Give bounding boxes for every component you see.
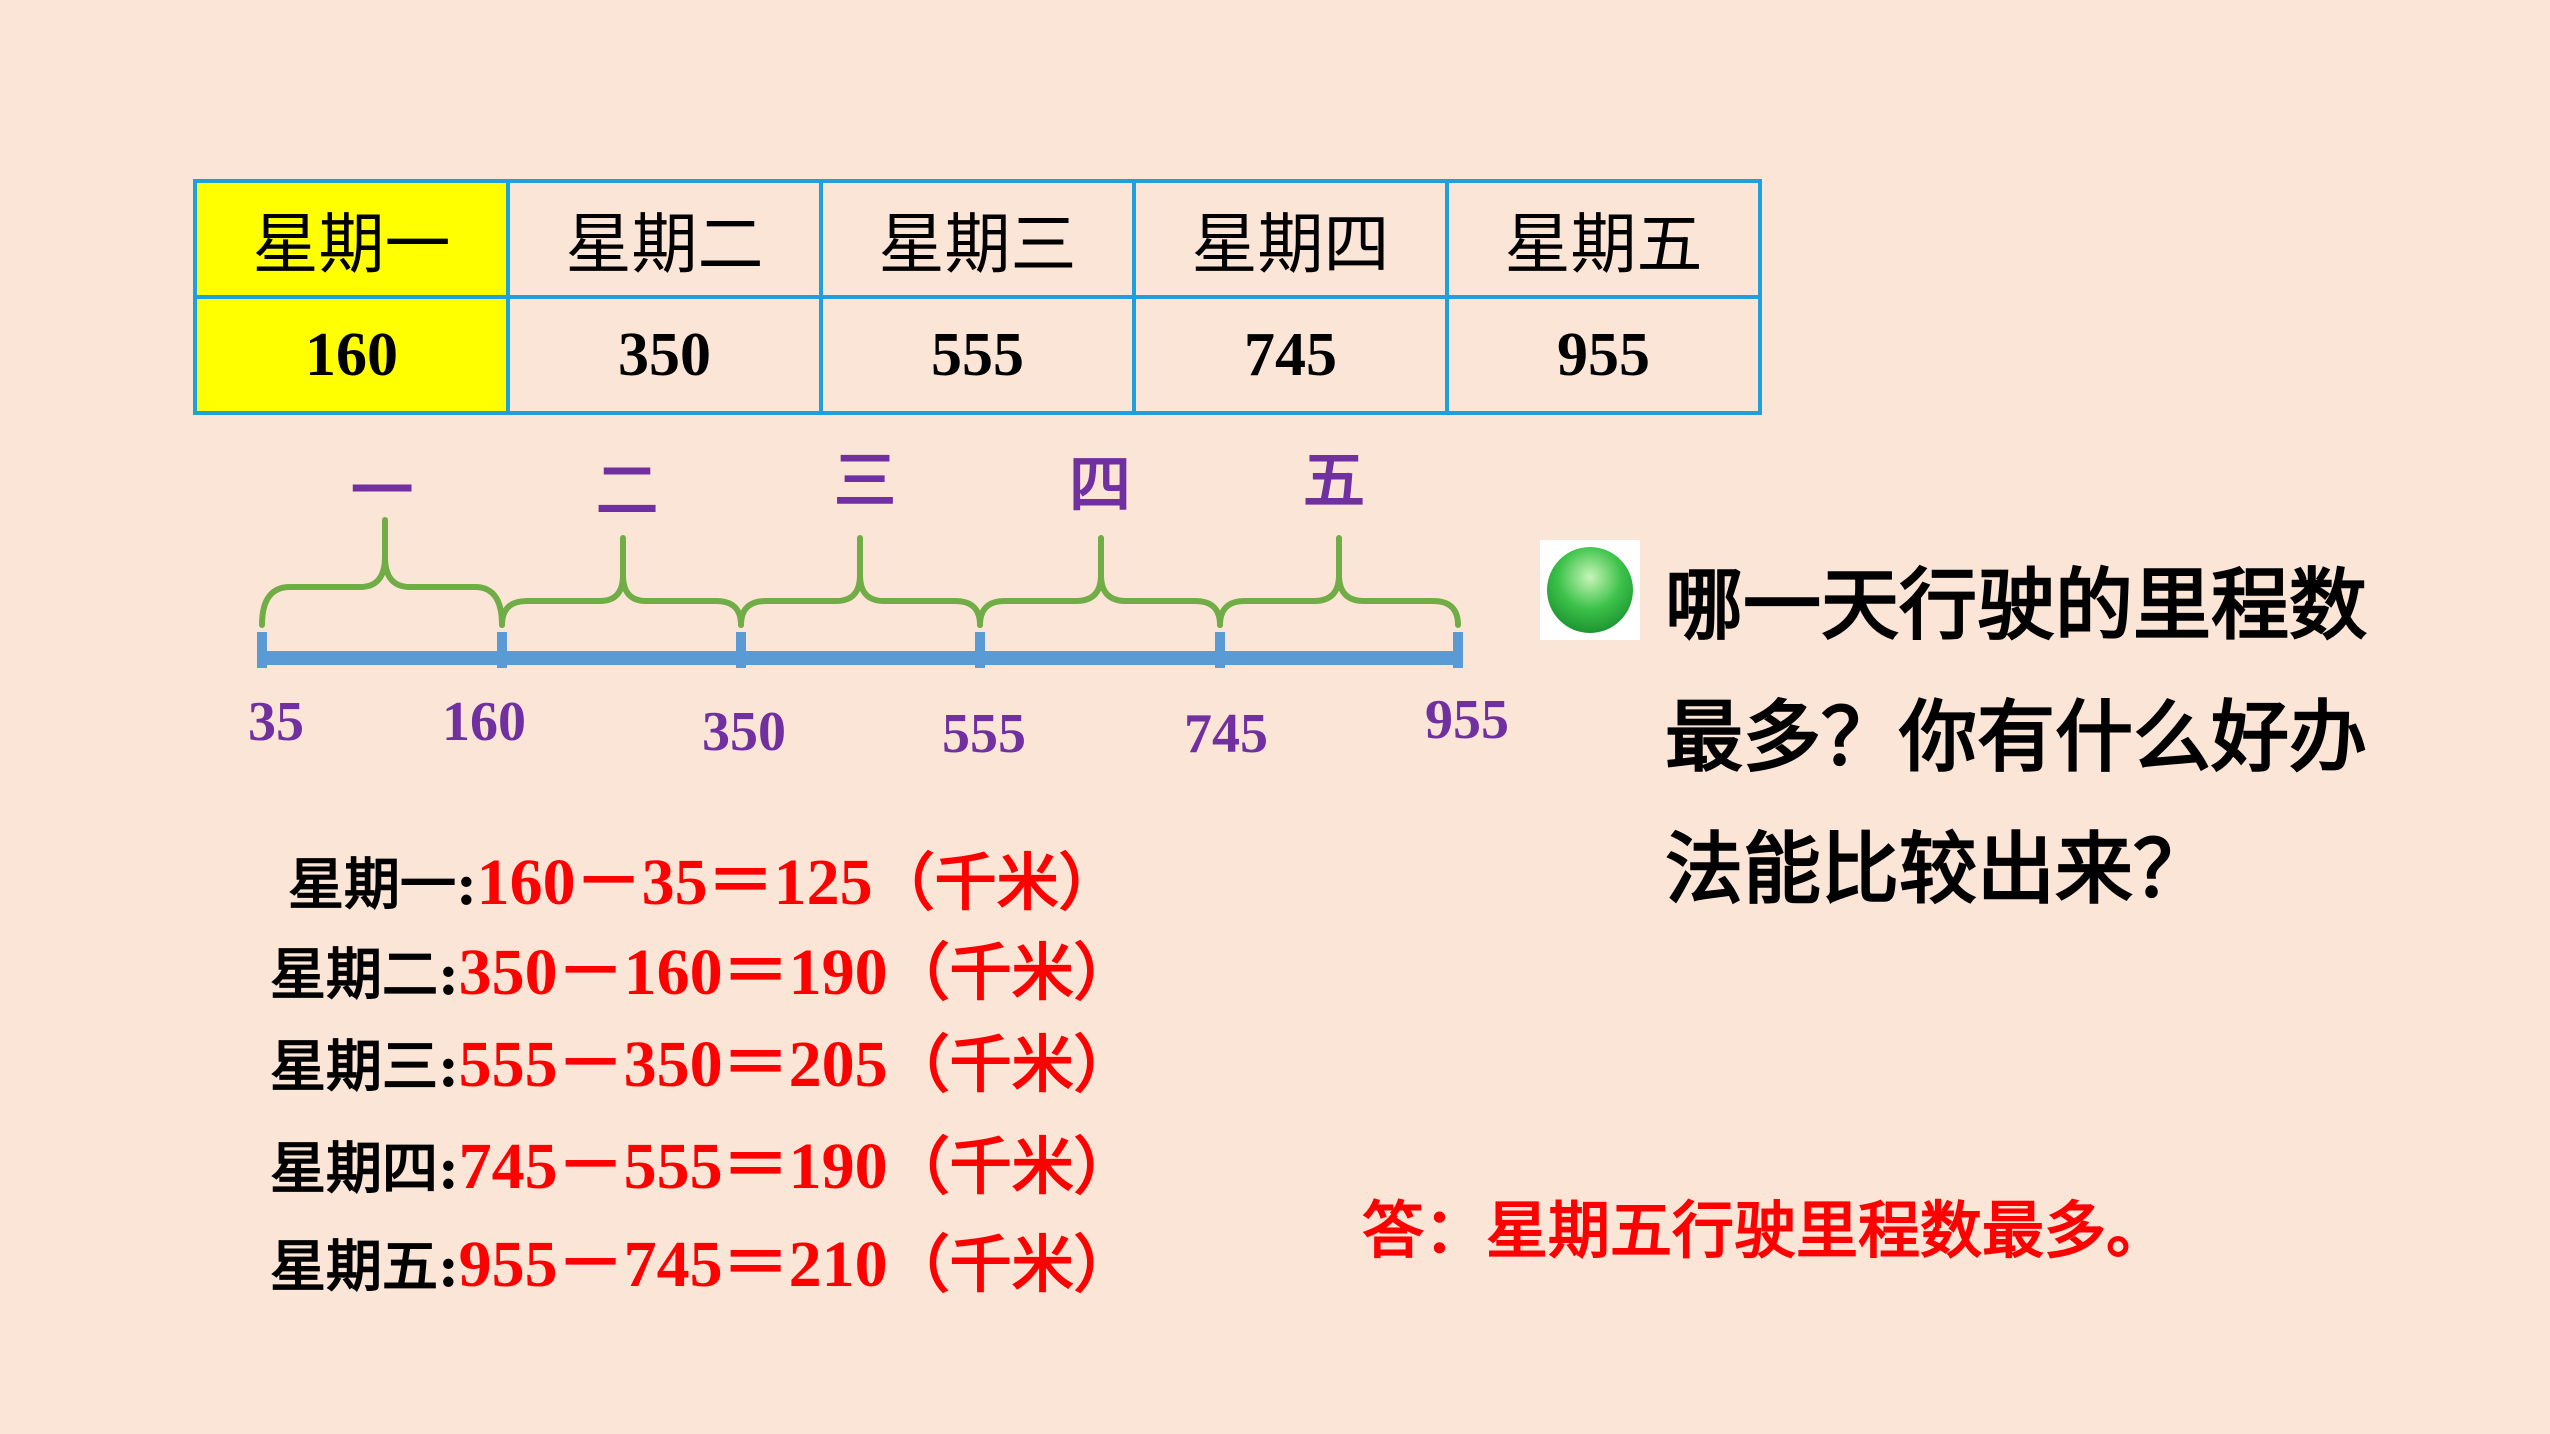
table-header-row: 星期一 星期二 星期三 星期四 星期五 [193, 179, 1762, 299]
value-cell-fri: 955 [1445, 295, 1762, 415]
value-cell-wed: 555 [819, 295, 1136, 415]
calc-day-fri: 星期五: [270, 1234, 459, 1300]
segment-label-tue: 二 [595, 454, 659, 527]
tick-label-160: 160 [442, 691, 526, 753]
calc-day-thu: 星期四: [270, 1136, 459, 1202]
segment-label-fri: 五 [1302, 444, 1366, 517]
brace-wed [738, 535, 983, 628]
calc-expr-thu: 745－555＝190 [458, 1130, 888, 1203]
calc-row-fri: 星期五:955－745＝210（千米） [270, 1210, 1136, 1306]
calc-expr-tue: 350－160＝190 [458, 936, 888, 1009]
calc-row-mon: 星期一:160－35＝125（千米） [288, 828, 1121, 924]
calc-unit-fri: （千米） [887, 1228, 1136, 1301]
bullet-box [1540, 540, 1640, 640]
brace-tue [499, 535, 744, 628]
tick-label-350: 350 [702, 701, 786, 763]
header-cell-wed: 星期三 [819, 179, 1136, 299]
calc-row-wed: 星期三:555－350＝205（千米） [270, 1010, 1136, 1106]
answer-text: 答：星期五行驶里程数最多。 [1362, 1194, 2169, 1267]
calc-row-tue: 星期二:350－160＝190（千米） [270, 918, 1136, 1014]
calc-row-thu: 星期四:745－555＝190（千米） [270, 1112, 1136, 1208]
tick-label-555: 555 [942, 703, 1026, 765]
calc-expr-fri: 955－745＝210 [458, 1228, 888, 1301]
green-ball-icon [1547, 547, 1633, 633]
tick-label-955: 955 [1425, 689, 1509, 751]
calc-unit-mon: （千米） [872, 846, 1121, 919]
calc-day-wed: 星期三: [270, 1034, 459, 1100]
value-cell-thu: 745 [1132, 295, 1449, 415]
tick-label-35: 35 [248, 691, 304, 753]
tick-label-745: 745 [1184, 703, 1268, 765]
brace-mon [259, 517, 505, 628]
mileage-table: 星期一 星期二 星期三 星期四 星期五 160 350 555 745 955 [193, 179, 1762, 415]
question-text: 哪一天行驶的里程数最多？你有什么好办法能比较出来？ [1665, 561, 2368, 915]
header-cell-mon: 星期一 [193, 179, 510, 299]
segment-label-mon: 一 [350, 454, 414, 527]
segment-label-thu: 四 [1068, 448, 1132, 521]
calc-unit-thu: （千米） [887, 1130, 1136, 1203]
header-cell-fri: 星期五 [1445, 179, 1762, 299]
calc-day-mon: 星期一: [288, 852, 477, 918]
value-cell-mon: 160 [193, 295, 510, 415]
table-value-row: 160 350 555 745 955 [193, 295, 1762, 415]
brace-fri [1217, 535, 1461, 628]
calc-unit-tue: （千米） [887, 936, 1136, 1009]
calc-day-tue: 星期二: [270, 942, 459, 1008]
value-cell-tue: 350 [506, 295, 823, 415]
calc-expr-mon: 160－35＝125 [476, 846, 873, 919]
calc-unit-wed: （千米） [887, 1028, 1136, 1101]
header-cell-tue: 星期二 [506, 179, 823, 299]
segment-label-wed: 三 [833, 444, 897, 517]
brace-thu [977, 535, 1223, 628]
header-cell-thu: 星期四 [1132, 179, 1449, 299]
calc-expr-wed: 555－350＝205 [458, 1028, 888, 1101]
